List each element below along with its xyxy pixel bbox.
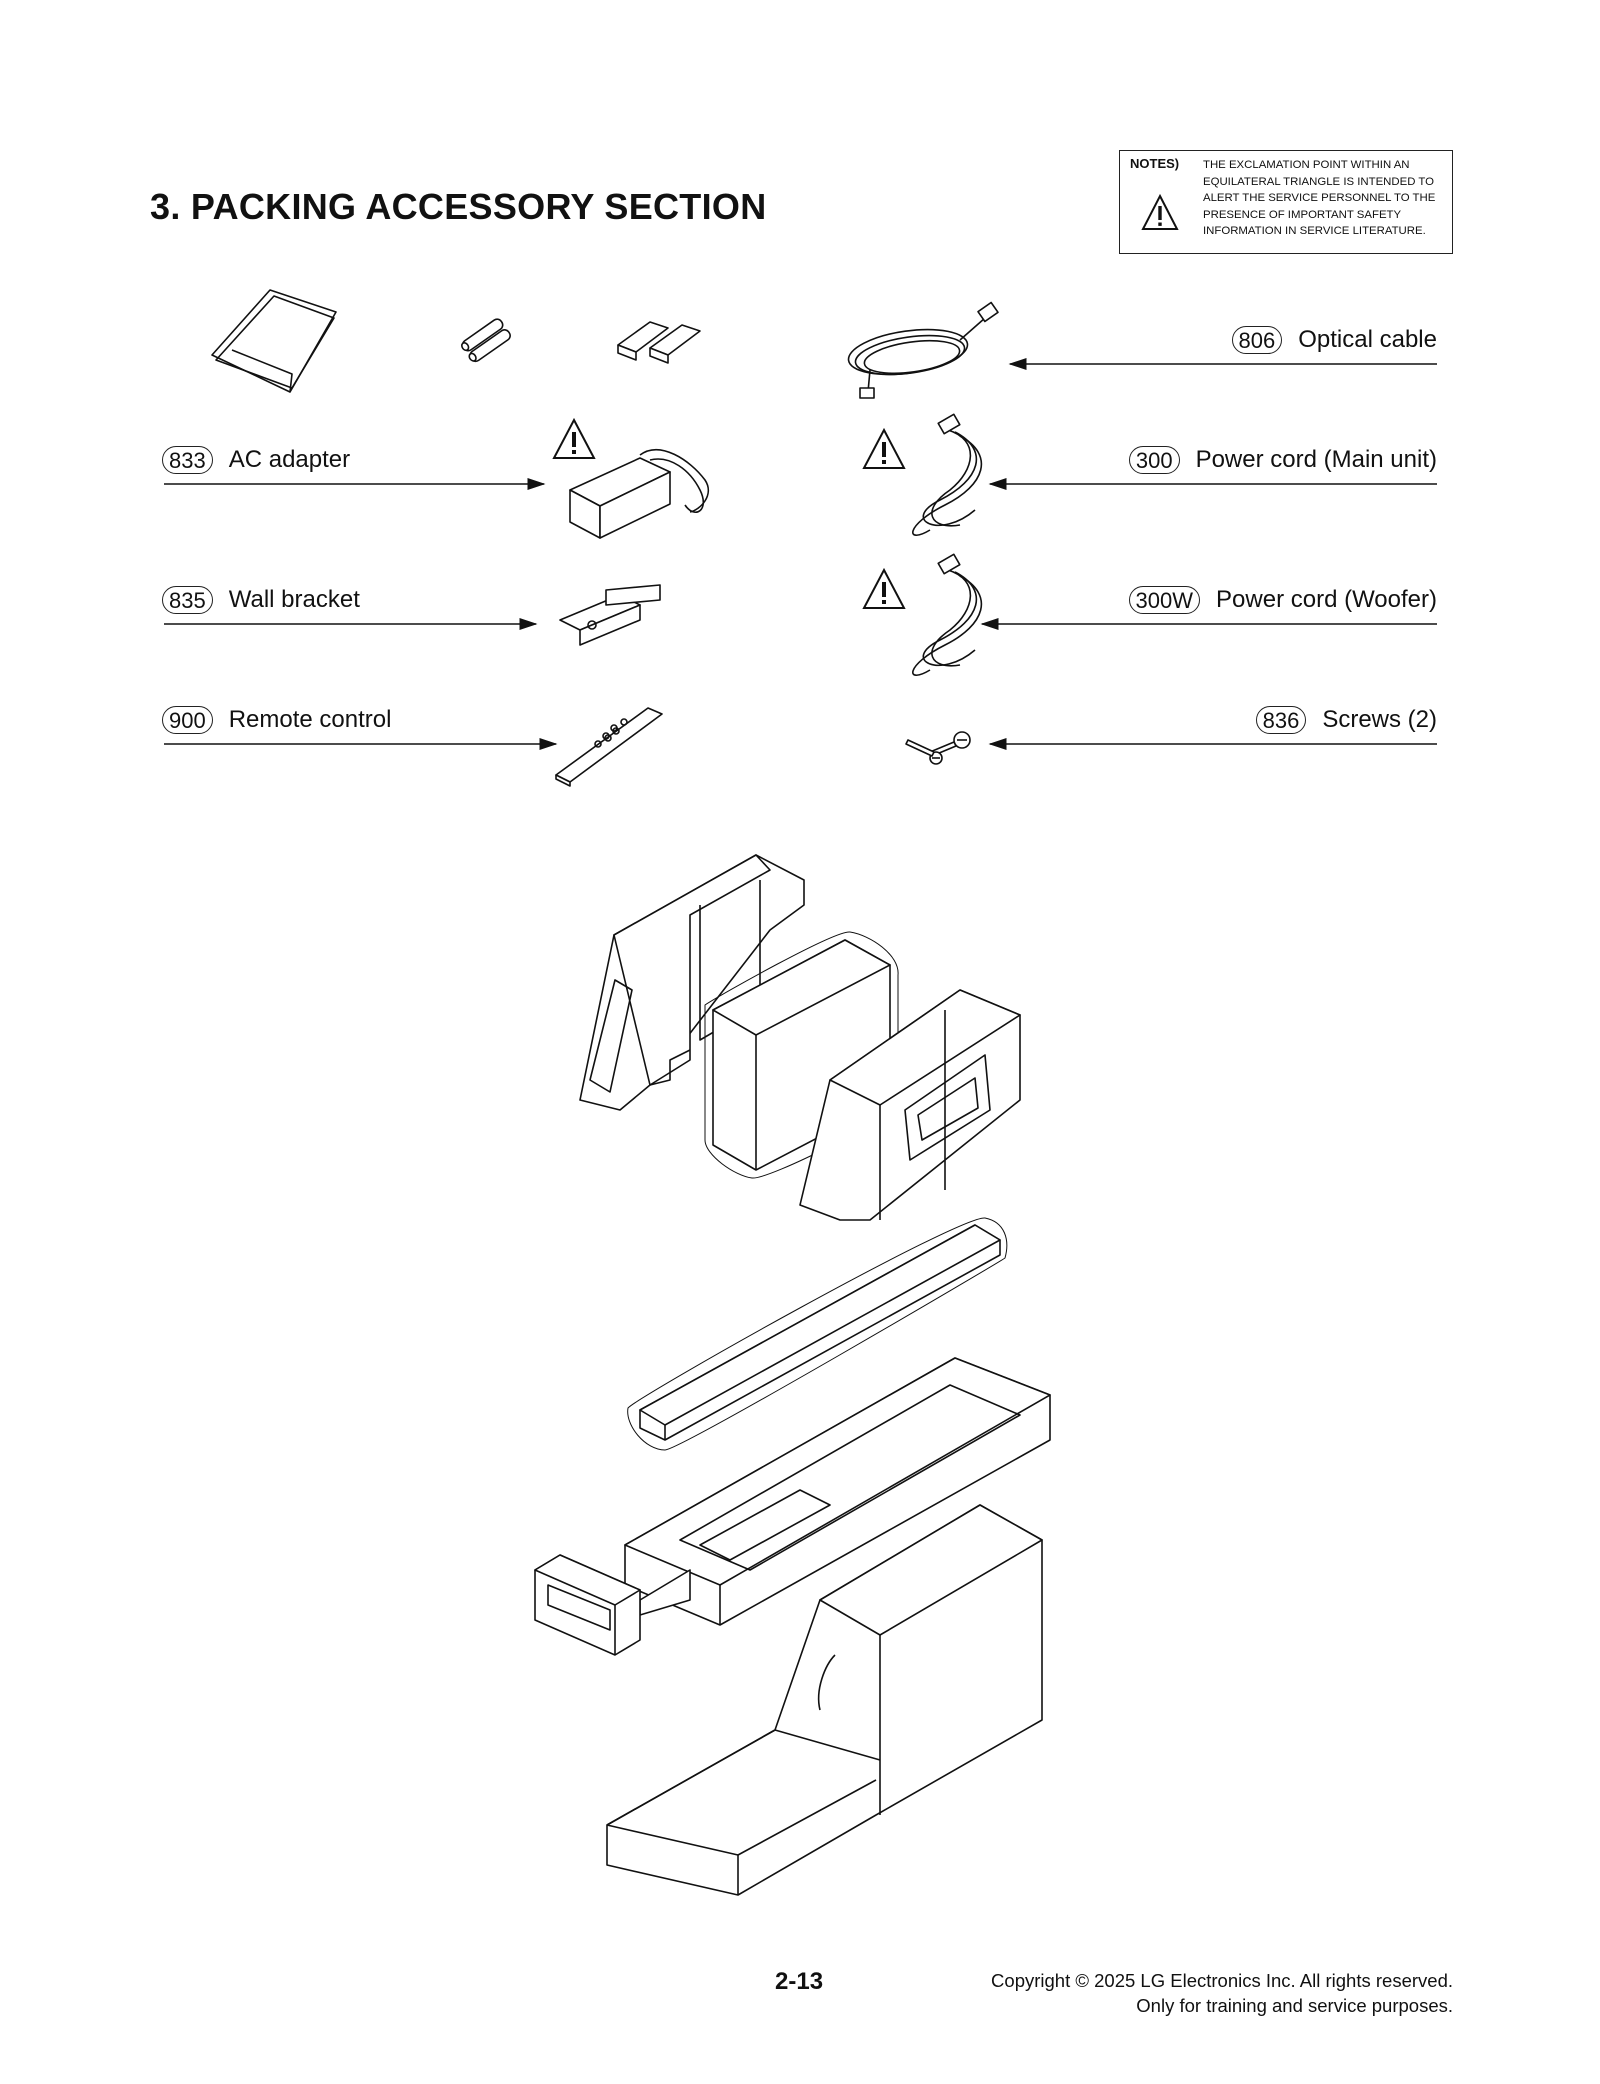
part-code-badge: 806 <box>1231 326 1283 354</box>
callout-optical-cable: 806 Optical cable <box>1231 325 1437 355</box>
ac-adapter-icon <box>569 449 710 539</box>
warning-triangle-icon <box>1141 193 1179 230</box>
screws-icon <box>905 731 971 765</box>
page-number: 2-13 <box>775 1968 824 1995</box>
safety-notes-box: NOTES) THE EXCLAMATION POINT WITHIN AN E… <box>1119 150 1453 254</box>
outer-carton-box <box>606 1504 1043 1896</box>
part-name: Wall bracket <box>228 586 360 613</box>
part-code-badge: 835 <box>162 586 213 614</box>
part-name: AC adapter <box>228 446 351 473</box>
power-cord-icon <box>912 413 983 536</box>
part-code-badge: 300 <box>1128 446 1180 474</box>
part-name: Optical cable <box>1298 326 1437 353</box>
manual-booklet-icon <box>211 289 337 393</box>
foam-cushion-left <box>579 854 805 1111</box>
part-code-badge: 833 <box>162 446 213 474</box>
callout-screws: 836 Screws (2) <box>1255 705 1437 735</box>
notes-text: THE EXCLAMATION POINT WITHIN AN EQUILATE… <box>1203 159 1436 237</box>
part-name: Power cord (Main unit) <box>1195 446 1437 473</box>
callout-power-cord-main: 300 Power cord (Main unit) <box>1128 445 1437 475</box>
wall-bracket-icon <box>559 584 661 646</box>
warning-triangle-icon <box>553 419 595 459</box>
callout-ac-adapter: 833 AC adapter <box>162 445 350 475</box>
callout-wall-bracket: 835 Wall bracket <box>162 585 360 615</box>
copyright-line: Only for training and service purposes. <box>1136 1995 1453 2016</box>
page-title: 3. PACKING ACCESSORY SECTION <box>150 186 767 227</box>
callout-remote-control: 900 Remote control <box>162 705 391 735</box>
part-name: Power cord (Woofer) <box>1216 586 1437 613</box>
part-code-badge: 300W <box>1128 586 1201 614</box>
copyright-line: Copyright © 2025 LG Electronics Inc. All… <box>991 1970 1453 1991</box>
copyright-notice: Copyright © 2025 LG Electronics Inc. All… <box>991 1968 1453 2018</box>
part-name: Screws (2) <box>1322 706 1437 733</box>
foam-end-cap <box>534 1554 641 1656</box>
warning-triangle-icon <box>863 429 905 469</box>
batteries-icon <box>461 318 511 363</box>
power-cord-icon <box>912 553 983 676</box>
callout-power-cord-woofer: 300W Power cord (Woofer) <box>1128 585 1437 615</box>
remote-control-icon <box>555 707 663 787</box>
soundbar-main-unit <box>627 1217 1008 1451</box>
part-code-badge: 836 <box>1255 706 1307 734</box>
notes-label: NOTES) <box>1130 156 1180 171</box>
foam-cushion-right <box>799 989 1021 1221</box>
foam-tray <box>624 1357 1051 1626</box>
optical-cable-icon <box>847 301 999 399</box>
rubber-feet-icon <box>617 321 701 364</box>
packing-assembly-diagram <box>534 854 1051 1896</box>
subwoofer-box <box>704 931 899 1179</box>
part-name: Remote control <box>228 706 392 733</box>
warning-triangle-icon <box>863 569 905 609</box>
part-code-badge: 900 <box>162 706 213 734</box>
